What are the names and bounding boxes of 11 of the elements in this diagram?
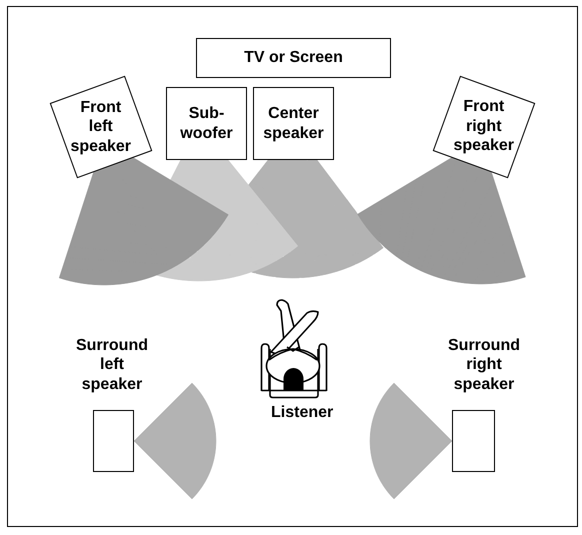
speaker-box: Center speaker: [253, 87, 334, 160]
speaker-box: Sub-woofer: [166, 87, 247, 160]
listener-label: Listener: [271, 403, 334, 422]
speaker-label: Front right speaker: [454, 97, 514, 156]
speaker-label: Surround left speaker: [76, 336, 148, 394]
speaker-label: Surround right speaker: [448, 336, 520, 394]
screen-box: TV or Screen: [196, 38, 391, 78]
speaker-label: Front left speaker: [70, 98, 131, 156]
sound-cone: [370, 382, 452, 500]
sound-cone: [58, 157, 229, 286]
sound-cone: [357, 157, 526, 284]
